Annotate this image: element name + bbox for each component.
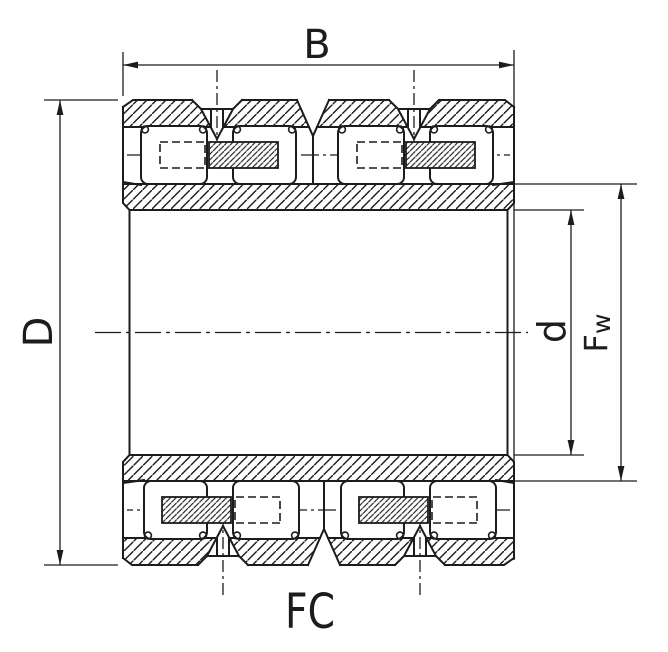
- bearing-lower-half-section: [123, 455, 514, 595]
- arrowhead: [499, 61, 514, 69]
- dimension-fw: Fw: [514, 183, 637, 482]
- arrowhead: [617, 184, 625, 199]
- dimension-fw-label-main: F: [577, 334, 615, 352]
- bearing-type-label: FC: [285, 584, 335, 640]
- dimension-b: B: [122, 22, 515, 560]
- arrowhead: [123, 61, 138, 69]
- dimension-d-outer: D: [16, 99, 118, 566]
- dimension-d-outer-label: D: [16, 317, 62, 348]
- arrowhead: [567, 210, 575, 225]
- dimension-b-label: B: [303, 22, 330, 68]
- bearing-upper-half-section: [123, 70, 514, 210]
- dimension-d-bore: d: [514, 209, 584, 456]
- dimension-fw-label-sub: w: [587, 314, 616, 334]
- dimension-fw-label: Fw: [577, 314, 616, 353]
- dimension-d-bore-label: d: [530, 319, 574, 343]
- arrowhead: [56, 550, 64, 565]
- arrowhead: [567, 440, 575, 455]
- arrowhead: [617, 466, 625, 481]
- arrowhead: [56, 100, 64, 115]
